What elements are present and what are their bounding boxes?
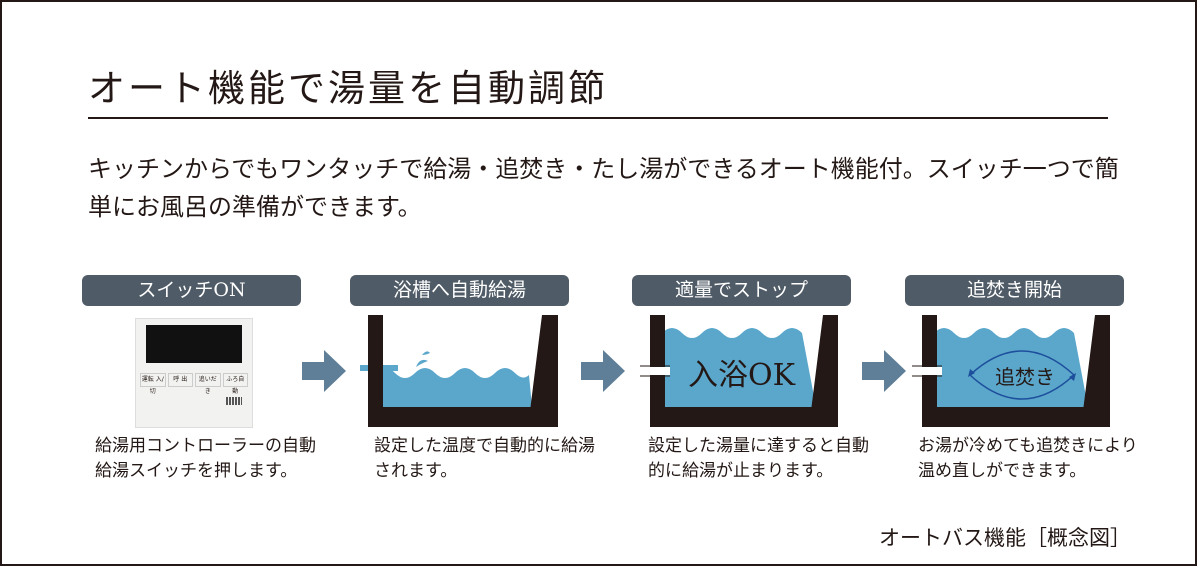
speaker-grille <box>226 397 242 405</box>
bathtub-filling-illustration <box>360 315 558 427</box>
figure-caption: オートバス機能［概念図］ <box>879 526 1131 550</box>
description: キッチンからでもワンタッチで給湯・追焚き・たし湯ができるオート機能付。スイッチ一… <box>88 155 1119 221</box>
step-1-caption: 給湯用コントローラーの自動給湯スイッチを押します。 <box>95 436 316 481</box>
bathtub-full-illustration <box>640 315 838 427</box>
step-2-caption: 設定した温度で自動的に給湯されます。 <box>374 436 595 481</box>
step-1-label: スイッチON <box>82 275 301 306</box>
step-2-label: 浴槽へ自動給湯 <box>350 275 569 306</box>
controller-image: 運転 入/切 呼 出 追いだき ふろ自動 <box>135 318 253 428</box>
arrow-right-icon <box>862 350 906 392</box>
step-4-label: 追焚き開始 <box>905 275 1124 306</box>
controller-display <box>146 325 242 363</box>
controller-button: ふろ自動 <box>222 373 248 395</box>
bath-ok-text: 入浴OK <box>688 358 796 393</box>
step-4-caption: お湯が冷めても追焚きにより温め直しができます。 <box>918 436 1138 481</box>
bathtub-reheat-illustration <box>912 315 1110 427</box>
title-divider <box>88 117 1108 119</box>
step-3-caption: 設定した湯量に達すると自動的に給湯が止まります。 <box>648 436 869 481</box>
controller-button: 追いだき <box>195 373 221 395</box>
arrow-right-icon <box>302 350 346 392</box>
page-title: オート機能で湯量を自動調節 <box>88 67 608 110</box>
step-3-label: 適量でストップ <box>632 275 851 306</box>
arrow-right-icon <box>581 350 625 392</box>
controller-button: 運転 入/切 <box>140 373 166 395</box>
reheat-text: 追焚き <box>995 365 1055 389</box>
controller-button: 呼 出 <box>167 373 193 387</box>
